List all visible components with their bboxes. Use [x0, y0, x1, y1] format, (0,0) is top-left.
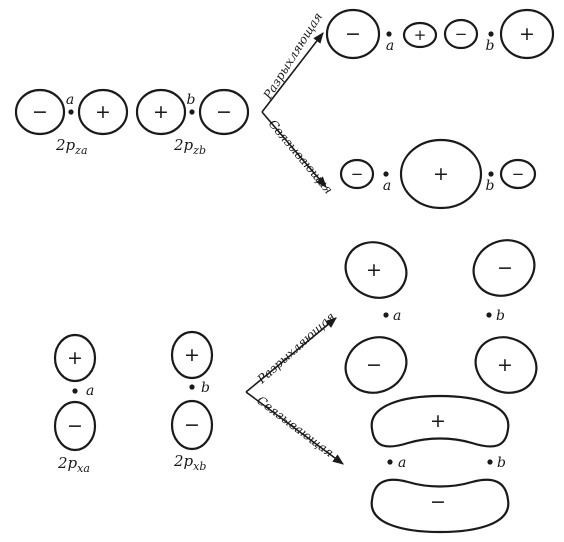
sigma-star-outer-right-sign: +: [519, 23, 535, 45]
pxa-dot: [72, 388, 78, 394]
pxb-dot: [189, 384, 195, 390]
sigma-star-inner-right-sign: −: [455, 25, 468, 43]
pi-bonding-orbital: + a b −: [370, 394, 510, 534]
sigma-central-sign: +: [433, 163, 449, 185]
nucleus-b-label: b: [187, 92, 196, 108]
pi-label-a: a: [398, 455, 406, 471]
pz-atomic-orbitals: − + a + − b 2pza 2pzb: [14, 88, 250, 157]
pxb-plus-lobe: [170, 330, 214, 380]
pi-lower-lobe: [370, 478, 510, 534]
sigma-star-outer-right-lobe: [499, 8, 555, 60]
sigma-bonding-orbital: − a + b −: [339, 138, 537, 210]
pza-minus-lobe: [14, 88, 66, 136]
sigma-star-label-b: b: [486, 38, 495, 54]
pi-star-dot-a: [383, 312, 389, 318]
sigma-dot-b: [488, 171, 494, 177]
px-arrows: Разрыхляющая Связывающая: [245, 309, 344, 465]
pi-star-lower-left-sign: −: [366, 354, 382, 376]
pxa-plus-sign: +: [67, 347, 83, 369]
pi-antibonding-orbital: + − a b − +: [344, 239, 538, 394]
pzb-plus-sign: +: [153, 101, 169, 123]
pzb-minus-sign: −: [216, 101, 232, 123]
px-antibonding-label: Разрыхляющая: [254, 309, 338, 387]
sigma-star-label-a: a: [386, 38, 394, 54]
pxb-plus-sign: +: [184, 344, 200, 366]
sigma-star-dot-b: [488, 31, 494, 37]
pi-star-lower-right-sign: +: [497, 354, 513, 376]
pi-star-upper-right-lobe: [472, 239, 536, 297]
pi-star-dot-b: [486, 312, 492, 318]
sigma-star-inner-left-sign: +: [414, 26, 427, 44]
sigma-antibonding-orbital: − a + − b +: [325, 8, 555, 60]
px-antibonding-arrow: [245, 317, 337, 393]
sigma-star-dot-a: [386, 31, 392, 37]
sigma-star-outer-left-lobe: [325, 8, 381, 60]
pxa-dot-label: a: [86, 383, 94, 399]
sigma-right-small-sign: −: [512, 165, 525, 183]
pza-plus-lobe: [77, 88, 129, 136]
pz-arrows: Разрыхляющая Связывающая: [260, 10, 336, 197]
pxb-minus-sign: −: [184, 414, 200, 436]
pi-star-lower-left-lobe: [344, 336, 408, 394]
pi-star-upper-left-sign: +: [366, 259, 382, 281]
sigma-label-a: a: [383, 178, 391, 194]
pxb-dot-label: b: [201, 380, 210, 396]
sigma-left-small-sign: −: [351, 165, 364, 183]
pi-star-upper-right-sign: −: [497, 257, 513, 279]
pza-label: 2pza: [55, 136, 88, 157]
px-atomic-orbitals: + a − 2pxa + b − 2pxb: [53, 330, 214, 475]
pi-label-b: b: [497, 455, 506, 471]
pi-lower-sign: −: [430, 491, 446, 513]
nucleus-a-dot: [68, 109, 74, 115]
sigma-label-b: b: [486, 178, 495, 194]
pzb-label: 2pzb: [173, 136, 206, 157]
pzb-plus-lobe: [135, 88, 187, 136]
pza-minus-sign: −: [32, 101, 48, 123]
sigma-star-inner-left-lobe: [402, 21, 438, 49]
sigma-right-small-lobe: [499, 158, 537, 190]
pxa-minus-sign: −: [67, 415, 83, 437]
pxa-plus-lobe: [53, 333, 97, 383]
pi-star-label-a: a: [393, 308, 401, 324]
pz-bonding-arrow: [261, 111, 327, 188]
px-bonding-label: Связывающая: [254, 393, 336, 460]
nucleus-a-label: a: [66, 92, 74, 108]
pz-antibonding-label: Разрыхляющая: [260, 10, 325, 102]
pi-star-lower-right-lobe: [474, 336, 538, 394]
pi-dot-a: [387, 459, 393, 465]
sigma-star-outer-left-sign: −: [345, 23, 361, 45]
pza-plus-sign: +: [95, 101, 111, 123]
pi-star-label-b: b: [496, 308, 505, 324]
pxa-minus-lobe: [53, 400, 97, 452]
px-bonding-arrow: [245, 391, 344, 465]
pi-dot-b: [487, 459, 493, 465]
pi-upper-lobe: [370, 394, 510, 448]
nucleus-b-dot: [189, 109, 195, 115]
pz-bonding-label: Связывающая: [266, 117, 336, 197]
sigma-central-lobe: [399, 138, 483, 210]
pxb-minus-lobe: [170, 399, 214, 451]
pxb-label: 2pxb: [173, 452, 206, 473]
sigma-dot-a: [383, 171, 389, 177]
pxa-label: 2pxa: [57, 454, 90, 475]
pzb-minus-lobe: [198, 88, 250, 136]
pz-antibonding-arrow: [261, 32, 324, 113]
pi-upper-sign: +: [430, 410, 446, 432]
pi-star-upper-left-lobe: [344, 241, 408, 299]
sigma-left-small-lobe: [339, 158, 375, 190]
sigma-star-inner-right-lobe: [443, 18, 479, 50]
